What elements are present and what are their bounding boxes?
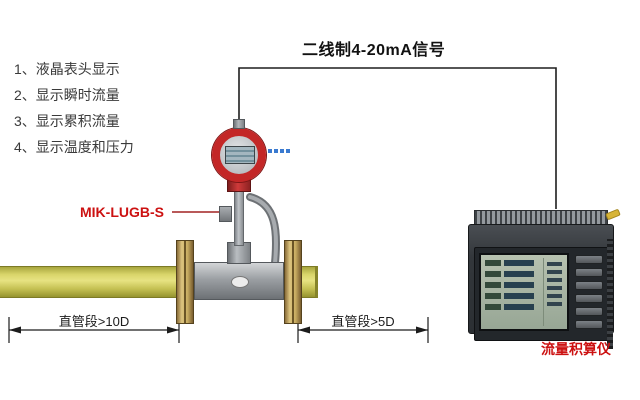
flowmeter-bypass-tube-outline bbox=[246, 193, 281, 267]
lcd-value-bar bbox=[504, 304, 534, 310]
signal-wire-line bbox=[238, 67, 557, 209]
totalizer-button bbox=[575, 320, 603, 329]
lcd-label-bar bbox=[485, 304, 501, 310]
lcd-row bbox=[485, 304, 543, 310]
lcd-value-bar bbox=[504, 271, 534, 277]
lcd-mini-bar bbox=[547, 294, 562, 298]
lcd-row bbox=[485, 271, 543, 277]
flowmeter-nameplate bbox=[231, 276, 249, 288]
lcd-label-bar bbox=[485, 260, 501, 266]
feature-item: 3、显示累积流量 bbox=[14, 113, 120, 129]
totalizer-button bbox=[575, 294, 603, 303]
head-button-dot bbox=[268, 149, 272, 153]
totalizer-lcd-rows bbox=[485, 260, 543, 315]
dimension-arrow-left bbox=[8, 317, 180, 343]
lcd-mini-bar bbox=[547, 278, 562, 282]
lcd-mini-bar bbox=[547, 286, 562, 290]
totalizer-button bbox=[575, 281, 603, 290]
totalizer-buttons bbox=[575, 255, 605, 333]
head-button-dot bbox=[274, 149, 278, 153]
totalizer-side-vents bbox=[607, 239, 613, 349]
flowmeter-stem bbox=[234, 190, 244, 246]
totalizer-label: 流量积算仪 bbox=[541, 341, 611, 357]
arrowhead bbox=[9, 326, 21, 334]
arrowhead bbox=[167, 326, 179, 334]
feature-item: 1、液晶表头显示 bbox=[14, 61, 120, 77]
arrowhead bbox=[416, 326, 428, 334]
feature-item: 2、显示瞬时流量 bbox=[14, 87, 120, 103]
dimension-label-right: 直管段>5D bbox=[331, 314, 395, 329]
lcd-mini-bar bbox=[547, 262, 562, 266]
head-button-dot bbox=[286, 149, 290, 153]
lcd-row bbox=[485, 293, 543, 299]
head-button-dot bbox=[280, 149, 284, 153]
totalizer-button bbox=[575, 307, 603, 316]
flowmeter-bypass-tube bbox=[248, 195, 279, 265]
flowmeter-head-buttons bbox=[268, 149, 290, 153]
process-pipe-right bbox=[302, 266, 318, 298]
flowmeter-cable-gland bbox=[233, 119, 245, 129]
signal-wire-label: 二线制4-20mA信号 bbox=[302, 42, 446, 59]
lcd-label-bar bbox=[485, 271, 501, 277]
dimension-label-left: 直管段>10D bbox=[58, 314, 130, 329]
totalizer-body bbox=[468, 224, 614, 349]
totalizer-lcd-side-column bbox=[543, 258, 565, 326]
totalizer-button bbox=[575, 268, 603, 277]
flowmeter-model-label: MIK-LUGB-S bbox=[80, 204, 164, 220]
flowmeter-lcd-display bbox=[225, 146, 255, 164]
lcd-mini-bar bbox=[547, 270, 562, 274]
pipe-flange-left bbox=[176, 240, 194, 324]
lcd-row bbox=[485, 260, 543, 266]
pipe-flange-right bbox=[284, 240, 302, 324]
process-pipe-left bbox=[0, 266, 178, 298]
feature-list: 1、液晶表头显示 2、显示瞬时流量 3、显示累积流量 4、显示温度和压力 bbox=[14, 56, 134, 160]
flowmeter-sensor-fitting bbox=[219, 206, 232, 222]
feature-item: 4、显示温度和压力 bbox=[14, 139, 134, 155]
lcd-mini-bar bbox=[547, 302, 562, 306]
lcd-value-bar bbox=[504, 282, 534, 288]
lcd-value-bar bbox=[504, 293, 534, 299]
totalizer-device bbox=[468, 208, 621, 349]
totalizer-screen bbox=[479, 253, 569, 331]
lcd-label-bar bbox=[485, 282, 501, 288]
lcd-value-bar bbox=[504, 260, 534, 266]
lcd-label-bar bbox=[485, 293, 501, 299]
totalizer-button bbox=[575, 255, 603, 264]
flowmeter-head bbox=[212, 128, 266, 182]
lcd-row bbox=[485, 282, 543, 288]
arrowhead bbox=[298, 326, 310, 334]
